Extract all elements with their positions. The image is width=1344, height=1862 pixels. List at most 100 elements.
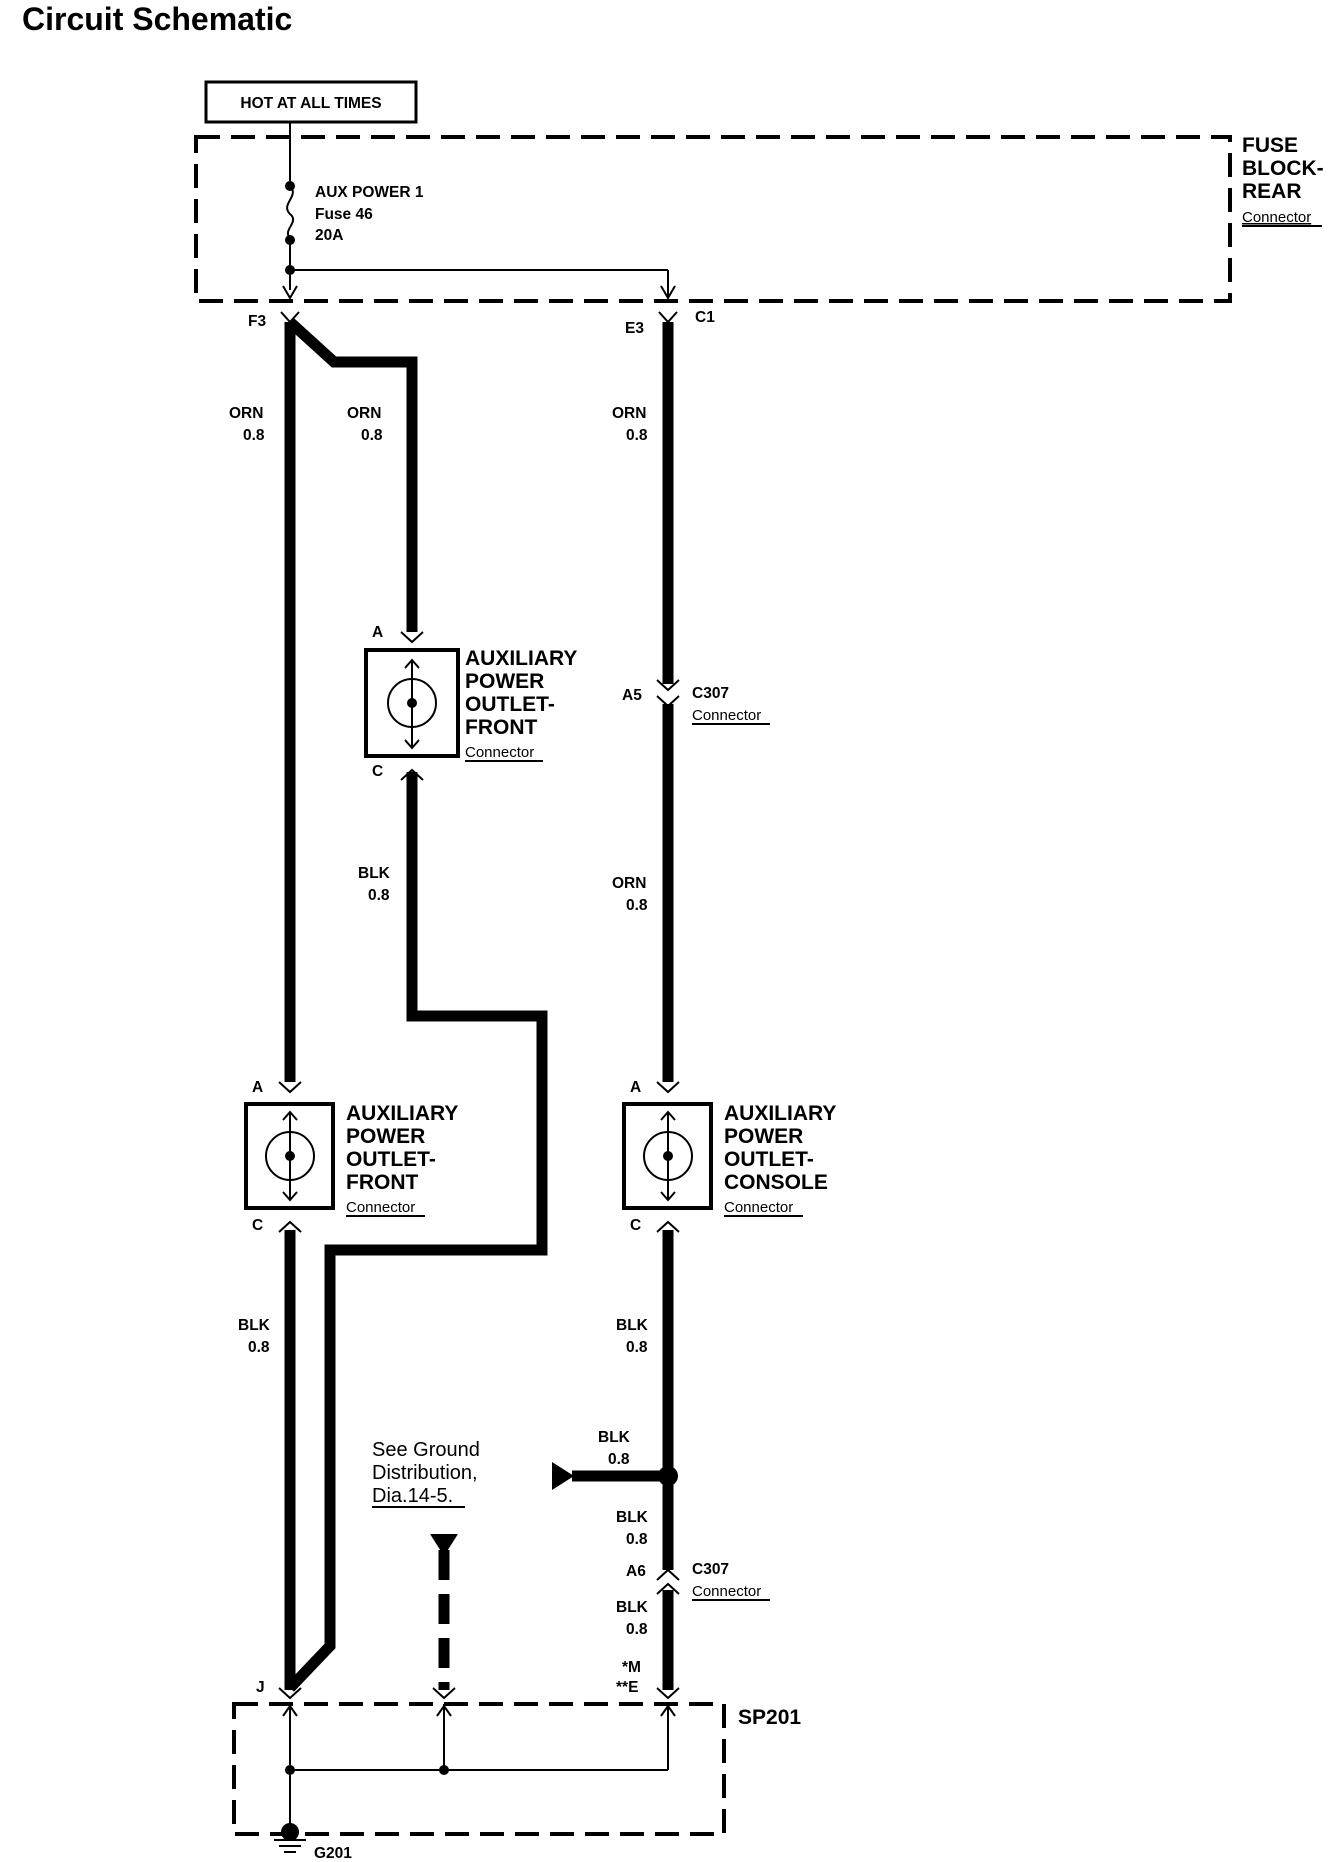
svg-text:0.8: 0.8 xyxy=(626,427,648,444)
fuse-46: AUX POWER 1 Fuse 46 20A xyxy=(282,122,676,300)
svg-text:BLK: BLK xyxy=(616,1509,649,1526)
outlet-front-lower-line4: FRONT xyxy=(346,1171,418,1194)
svg-text:BLK: BLK xyxy=(598,1429,631,1446)
outlet-front-upper: A C AUXILIARY POWER OUTLET- FRONT Connec… xyxy=(364,624,577,781)
ground-ref-line1: See Ground xyxy=(372,1439,480,1461)
svg-text:ORN: ORN xyxy=(612,875,646,892)
outlet-console-line2: POWER xyxy=(724,1125,803,1148)
fuse-id: Fuse 46 xyxy=(315,206,373,223)
c307-upper-pin: A5 xyxy=(622,687,642,704)
c307-upper-connector-link[interactable]: Connector xyxy=(692,707,761,724)
svg-text:0.8: 0.8 xyxy=(626,1339,648,1356)
power-source-label: HOT AT ALL TIMES xyxy=(240,95,381,112)
terminal-e3 xyxy=(658,311,678,324)
outlet-console-pin-a: A xyxy=(630,1079,641,1096)
ground-g201-icon xyxy=(274,1823,306,1853)
fuse-block-rear-box xyxy=(194,135,1232,303)
svg-text:0.8: 0.8 xyxy=(626,1531,648,1548)
svg-text:0.8: 0.8 xyxy=(608,1451,630,1468)
sp201-box xyxy=(232,1702,726,1836)
outlet-front-upper-line1: AUXILIARY xyxy=(465,647,577,670)
wire-label-w8: BLK 0.8 xyxy=(598,1429,631,1468)
svg-text:BLK: BLK xyxy=(358,865,391,882)
ground-ref-line3: Dia.14-5. xyxy=(372,1485,453,1507)
outlet-front-upper-line4: FRONT xyxy=(465,716,537,739)
c307-lower-connector-link[interactable]: Connector xyxy=(692,1583,761,1600)
outlet-front-lower-line3: OUTLET- xyxy=(346,1148,436,1171)
c307-lower-connector: A6 C307 Connector xyxy=(626,1561,770,1601)
wire-label-w4: BLK 0.8 xyxy=(358,865,391,904)
fuse-block-name-line1: FUSE xyxy=(1242,134,1298,157)
outlet-console-line3: OUTLET- xyxy=(724,1148,814,1171)
c307-lower-name: C307 xyxy=(692,1561,729,1578)
wire-label-w2: ORN 0.8 xyxy=(347,405,383,444)
svg-text:ORN: ORN xyxy=(229,405,263,422)
fuse-block-name-line3: REAR xyxy=(1242,180,1302,203)
ground-distribution-arrow-down xyxy=(430,1534,458,1556)
fuse-pin-f3: F3 xyxy=(248,313,266,330)
splice-dot xyxy=(658,1466,678,1486)
fuse-rating: 20A xyxy=(315,227,343,244)
fuse-block-rear-label: FUSE BLOCK- REAR Connector xyxy=(1242,134,1324,227)
c307-upper-connector: A5 C307 Connector xyxy=(622,679,770,725)
ground-distribution-ref[interactable]: See Ground Distribution, Dia.14-5. xyxy=(372,1439,480,1508)
fuse-name: AUX POWER 1 xyxy=(315,184,424,201)
wire-label-w5: ORN 0.8 xyxy=(612,875,648,914)
fuse-pin-c1: C1 xyxy=(695,309,715,326)
svg-text:0.8: 0.8 xyxy=(626,1621,648,1638)
ground-distribution-arrow-in xyxy=(552,1462,574,1490)
sp201-pin-e: **E xyxy=(616,1679,638,1696)
wire-blk-front-upper-ground xyxy=(286,772,548,1692)
terminal-sp201-right xyxy=(656,1687,680,1700)
wire-label-w6: BLK 0.8 xyxy=(238,1317,271,1356)
fuse-block-connector-link[interactable]: Connector xyxy=(1242,209,1311,226)
svg-text:BLK: BLK xyxy=(238,1317,271,1334)
svg-text:0.8: 0.8 xyxy=(368,887,390,904)
ground-g201-label: G201 xyxy=(314,1845,352,1862)
c307-lower-pin: A6 xyxy=(626,1563,646,1580)
outlet-front-lower: A C AUXILIARY POWER OUTLET- FRONT Connec… xyxy=(244,1079,458,1234)
outlet-console: A C AUXILIARY POWER OUTLET- CONSOLE Conn… xyxy=(622,1079,836,1234)
outlet-front-upper-connector-link[interactable]: Connector xyxy=(465,744,534,761)
outlet-console-line4: CONSOLE xyxy=(724,1171,828,1194)
outlet-front-lower-pin-c: C xyxy=(252,1217,263,1234)
outlet-front-upper-line3: OUTLET- xyxy=(465,693,555,716)
power-source-box: HOT AT ALL TIMES xyxy=(204,80,418,124)
fuse-block-name-line2: BLOCK- xyxy=(1242,157,1324,180)
outlet-console-connector-link[interactable]: Connector xyxy=(724,1199,793,1216)
wire-label-w10: BLK 0.8 xyxy=(616,1599,649,1638)
sp201-internal-wiring xyxy=(282,1704,676,1828)
outlet-console-line1: AUXILIARY xyxy=(724,1102,836,1125)
svg-text:BLK: BLK xyxy=(616,1599,649,1616)
wire-label-w7: BLK 0.8 xyxy=(616,1317,649,1356)
wire-label-w3: ORN 0.8 xyxy=(612,405,648,444)
outlet-front-lower-pin-a: A xyxy=(252,1079,263,1096)
c307-upper-name: C307 xyxy=(692,685,729,702)
svg-text:0.8: 0.8 xyxy=(243,427,265,444)
outlet-console-pin-c: C xyxy=(630,1217,641,1234)
svg-text:0.8: 0.8 xyxy=(626,897,648,914)
wire-label-w9: BLK 0.8 xyxy=(616,1509,649,1548)
outlet-front-upper-line2: POWER xyxy=(465,670,544,693)
outlet-front-lower-line1: AUXILIARY xyxy=(346,1102,458,1125)
sp201-pin-m: *M xyxy=(622,1659,641,1676)
svg-text:BLK: BLK xyxy=(616,1317,649,1334)
outlet-front-upper-pin-c: C xyxy=(372,763,383,780)
fuse-pin-e3: E3 xyxy=(625,320,644,337)
outlet-front-upper-pin-a: A xyxy=(372,624,383,641)
outlet-front-lower-line2: POWER xyxy=(346,1125,425,1148)
page-title: Circuit Schematic xyxy=(22,1,292,37)
ground-ref-line2: Distribution, xyxy=(372,1462,478,1484)
wire-label-w1: ORN 0.8 xyxy=(229,405,265,444)
svg-text:ORN: ORN xyxy=(612,405,646,422)
sp201-pin-j: J xyxy=(256,1679,265,1696)
outlet-front-lower-connector-link[interactable]: Connector xyxy=(346,1199,415,1216)
terminal-sp201-j xyxy=(278,1687,302,1700)
svg-text:0.8: 0.8 xyxy=(361,427,383,444)
sp201-label: SP201 xyxy=(738,1706,801,1729)
wire-orn-f3-front-upper xyxy=(286,317,418,632)
terminal-sp201-ground xyxy=(432,1687,456,1700)
svg-text:0.8: 0.8 xyxy=(248,1339,270,1356)
svg-text:ORN: ORN xyxy=(347,405,381,422)
